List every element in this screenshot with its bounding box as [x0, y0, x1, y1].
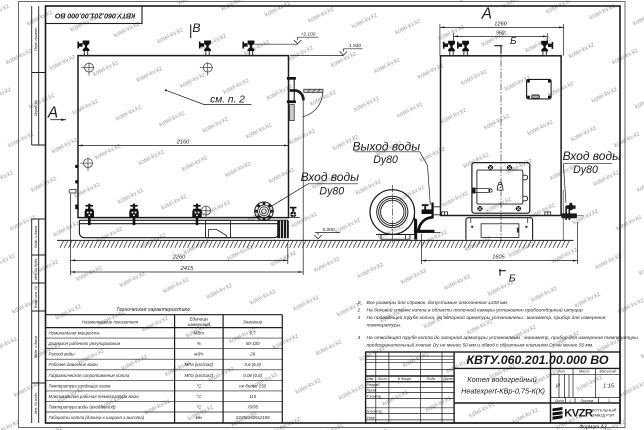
svg-text:Лит.: Лит.: [557, 370, 566, 374]
svg-text:Диапазон рабочего регулировани: Диапазон рабочего регулирования: [48, 341, 121, 346]
svg-text:N докум.: N докум.: [398, 377, 412, 381]
svg-text:Вход воды: Вход воды: [301, 170, 359, 184]
svg-text:В: В: [192, 21, 200, 35]
svg-text:°С: °С: [196, 383, 202, 388]
svg-text:Рабочее давление воды: Рабочее давление воды: [49, 362, 99, 367]
svg-text:Dy80: Dy80: [319, 185, 344, 197]
svg-text:Лист: Лист: [554, 399, 564, 403]
svg-text:2260: 2260: [172, 255, 186, 261]
svg-text:Пров.: Пров.: [367, 388, 377, 393]
svg-text:МПа (кгс/см2): МПа (кгс/см2): [184, 362, 213, 367]
svg-text:ЗАВОД РЭП: ЗАВОД РЭП: [592, 413, 614, 418]
svg-text:Наименование показателя: Наименование показателя: [82, 319, 139, 324]
svg-text:Единицы: Единицы: [190, 317, 209, 322]
svg-text:Перв. примен.: Перв. примен.: [34, 27, 38, 51]
svg-text:А: А: [481, 6, 492, 23]
svg-text:Листов: Листов: [580, 399, 594, 403]
svg-text:115: 115: [249, 394, 257, 399]
svg-text:50-100: 50-100: [246, 341, 260, 346]
svg-text:Справ. №: Справ. №: [34, 100, 38, 116]
svg-text:960: 960: [496, 31, 505, 37]
svg-text:2: 2: [607, 399, 610, 403]
svg-text:Б: Б: [510, 36, 517, 47]
svg-text:Dy80: Dy80: [573, 164, 598, 176]
svg-text:м3/ч: м3/ч: [194, 352, 204, 357]
svg-text:1: 1: [358, 300, 361, 306]
svg-text:Выход воды: Выход воды: [353, 139, 421, 153]
svg-text:1.930: 1.930: [349, 43, 361, 49]
svg-text:Техническая характеристика: Техническая характеристика: [116, 307, 190, 313]
svg-text:2415: 2415: [180, 266, 194, 272]
svg-text:Лист: Лист: [377, 377, 387, 381]
svg-text:предохранительный клапан Dу не: предохранительный клапан Dу не менее 50 …: [367, 342, 594, 349]
svg-text:не более 250: не более 250: [239, 383, 266, 388]
svg-text:KVZR: KVZR: [564, 407, 593, 419]
svg-text:Максимальная рабочая температу: Максимальная рабочая температура воды: [49, 394, 140, 399]
svg-text:2415х1605х2100: 2415х1605х2100: [235, 415, 270, 420]
svg-text:И: И: [556, 384, 560, 390]
svg-text:°С: °С: [196, 394, 202, 399]
svg-text:температуры.: температуры.: [367, 324, 402, 329]
svg-text:0.000: 0.000: [322, 227, 334, 233]
svg-text:Все размеры для справок, допус: Все размеры для справок, допустимые откл…: [367, 300, 509, 306]
svg-text:Температура воды (вход/выход): Температура воды (вход/выход): [49, 404, 117, 409]
svg-text:КВТУ.060.201.00.000 ВО: КВТУ.060.201.00.000 ВО: [55, 11, 136, 20]
svg-text:3: 3: [358, 315, 361, 321]
svg-text:26: 26: [249, 352, 255, 357]
svg-text:МПа (кгс/см2): МПа (кгс/см2): [184, 373, 213, 378]
svg-text:%: %: [197, 341, 201, 346]
svg-text:Вход воды: Вход воды: [563, 149, 621, 163]
svg-text:А: А: [47, 104, 58, 121]
svg-text:измерения: измерения: [188, 322, 211, 327]
svg-text:Dy80: Dy80: [373, 154, 398, 166]
svg-text:1605: 1605: [492, 255, 505, 261]
svg-text:Т.контр.: Т.контр.: [367, 393, 383, 398]
svg-text:На боковой стенке котла в обла: На боковой стенке котла в области топочн…: [367, 307, 583, 314]
svg-text:4: 4: [358, 335, 361, 341]
svg-text:Значение: Значение: [243, 319, 263, 324]
svg-text:1: 1: [569, 399, 571, 403]
svg-text:Подп. и дата: Подп. и дата: [34, 336, 38, 359]
svg-text:Изм.: Изм.: [367, 377, 374, 381]
svg-text:Масса: Масса: [579, 370, 589, 374]
svg-text:Подп. и дата: Подп. и дата: [34, 226, 38, 249]
svg-text:Б: Б: [509, 272, 516, 284]
svg-text:0,7: 0,7: [250, 331, 257, 336]
svg-text:Инв. № подл.: Инв. № подл.: [34, 392, 38, 414]
svg-text:Номинальная мощность: Номинальная мощность: [49, 331, 101, 336]
svg-text:0,06 (0,6): 0,06 (0,6): [243, 373, 262, 378]
svg-text:Котел водогрейный: Котел водогрейный: [467, 375, 536, 384]
svg-text:Температура уходящих газов: Температура уходящих газов: [49, 383, 112, 388]
svg-text:Утв.: Утв.: [367, 415, 376, 420]
svg-text:°С: °С: [196, 404, 202, 409]
svg-text:+2.100: +2.100: [301, 32, 316, 38]
svg-text:Габариты котла (длинна х ширин: Габариты котла (длинна х ширина х высота…: [49, 415, 145, 420]
svg-text:0,6 (6,0): 0,6 (6,0): [245, 362, 262, 367]
svg-text:Гидравлическое сопротивление к: Гидравлическое сопротивление котла: [49, 373, 130, 378]
svg-text:Н.контр.: Н.контр.: [367, 409, 383, 414]
svg-text:Подп.: Подп.: [427, 377, 436, 381]
svg-text:На отводящей трубе котла до за: На отводящей трубе котла до запорной арм…: [367, 334, 640, 341]
svg-text:КОТЕЛЬНЫЙ: КОТЕЛЬНЫЙ: [592, 408, 617, 413]
svg-text:Heatexpert-КВр-0,75-К(К): Heatexpert-КВр-0,75-К(К): [461, 386, 545, 395]
svg-text:Расход воды: Расход воды: [49, 352, 76, 357]
svg-text:Взам. инв. №: Взам. инв. №: [34, 286, 38, 308]
svg-text:см. п. 2: см. п. 2: [210, 95, 245, 106]
svg-text:Формат А3: Формат А3: [579, 424, 607, 430]
svg-text:Дата: Дата: [442, 377, 452, 381]
svg-text:2160: 2160: [176, 140, 190, 146]
svg-text:Разраб.: Разраб.: [367, 382, 381, 387]
svg-text:мм: мм: [196, 415, 202, 420]
svg-text:На подводящей трубе котла, до: На подводящей трубе котла, до запорной а…: [367, 314, 606, 321]
svg-text:1:15: 1:15: [603, 384, 615, 390]
svg-text:КВТУ.060.201.00.000 ВО: КВТУ.060.201.00.000 ВО: [466, 353, 608, 367]
svg-text:1260: 1260: [494, 22, 507, 28]
svg-text:70/95: 70/95: [247, 404, 259, 409]
svg-text:Масштаб: Масштаб: [600, 370, 617, 374]
svg-text:2: 2: [357, 308, 361, 314]
svg-text:Инв. № дубл.: Инв. № дубл.: [34, 258, 38, 280]
svg-text:МВт: МВт: [194, 331, 205, 336]
